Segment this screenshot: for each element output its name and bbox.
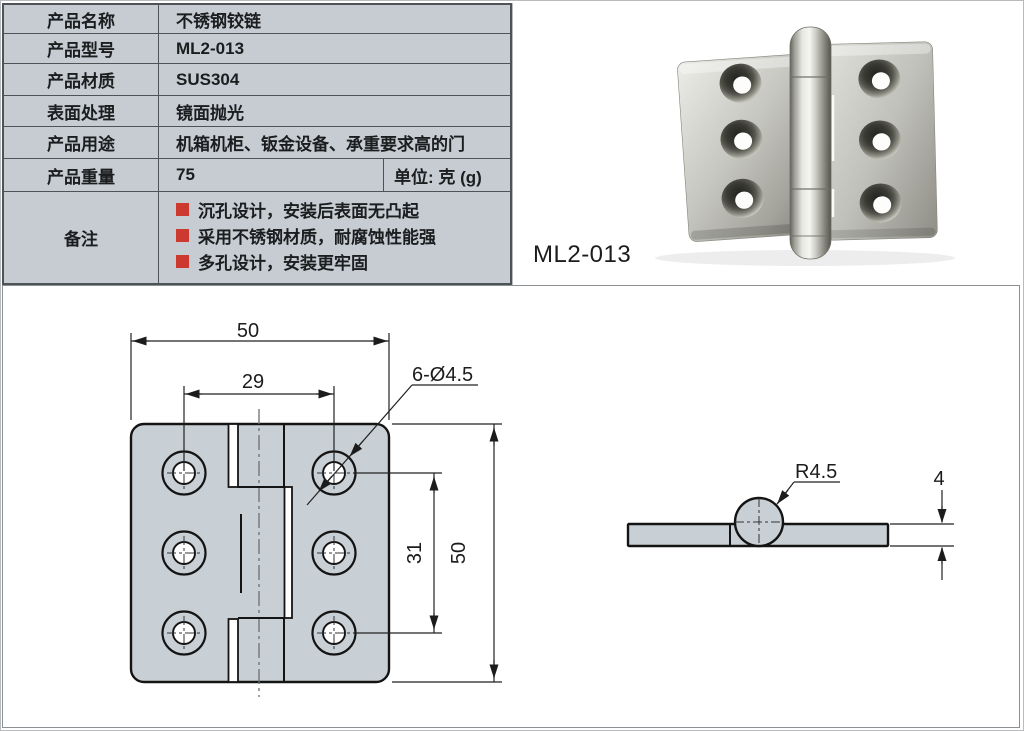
spec-value: SUS304	[159, 64, 510, 96]
hinge-photo	[655, 26, 955, 266]
thickness-label: 4	[933, 468, 944, 490]
dim-hole-pitch-h-label: 29	[242, 371, 264, 393]
spec-value: 不锈钢铰链	[159, 5, 510, 34]
dim-height-label: 50	[448, 542, 470, 564]
spec-table: 产品名称 不锈钢铰链 产品型号 ML2-013 产品材质 SUS304 表面处理…	[2, 3, 512, 285]
remark-text: 沉孔设计，安装后表面无凸起	[198, 201, 419, 221]
remarks-label: 备注	[4, 192, 159, 283]
spec-label: 产品材质	[4, 64, 159, 96]
technical-drawing-panel: 50 29 6-Ø4.5 31 50	[2, 285, 1020, 728]
spec-value: 镜面抛光	[159, 96, 510, 127]
spec-value: ML2-013	[159, 34, 510, 64]
remark-item: 多孔设计，安装更牢固	[176, 252, 368, 273]
spec-label: 产品名称	[4, 5, 159, 34]
spec-label: 产品用途	[4, 127, 159, 159]
spec-label: 产品重量	[4, 159, 159, 192]
spec-weight-row: 75 单位: 克 (g)	[159, 159, 510, 192]
dim-hole-pitch-v-label: 31	[404, 542, 426, 564]
remark-item: 沉孔设计，安装后表面无凸起	[176, 200, 419, 221]
spec-label: 产品型号	[4, 34, 159, 64]
mounting-holes-front	[161, 450, 357, 656]
hole-callout-label: 6-Ø4.5	[412, 364, 473, 386]
model-number-label: ML2-013	[533, 241, 632, 268]
hinge-barrel	[789, 26, 835, 260]
bullet-icon	[176, 228, 189, 242]
front-view: 50 29 6-Ø4.5 31 50	[129, 320, 502, 697]
bullet-icon	[176, 202, 189, 216]
drawing-svg: 50 29 6-Ø4.5 31 50	[129, 320, 954, 697]
remarks-list: 沉孔设计，安装后表面无凸起 采用不锈钢材质，耐腐蚀性能强 多孔设计，安装更牢固	[159, 192, 510, 283]
side-view: R4.5 4	[626, 461, 954, 580]
bullet-icon	[176, 254, 189, 268]
remark-item: 采用不锈钢材质，耐腐蚀性能强	[176, 226, 436, 247]
weight-unit-cell: 单位: 克 (g)	[383, 159, 510, 191]
hinge-right-leaf	[820, 41, 938, 241]
knuckle-radius-label: R4.5	[795, 461, 837, 483]
remark-text: 多孔设计，安装更牢固	[198, 253, 368, 273]
spec-label: 表面处理	[4, 96, 159, 127]
remark-text: 采用不锈钢材质，耐腐蚀性能强	[198, 227, 436, 247]
dim-width-label: 50	[237, 320, 259, 342]
spec-value: 机箱机柜、钣金设备、承重要求高的门	[159, 127, 510, 159]
product-photo-panel: ML2-013	[512, 3, 1021, 285]
spec-value: 75	[176, 165, 195, 184]
